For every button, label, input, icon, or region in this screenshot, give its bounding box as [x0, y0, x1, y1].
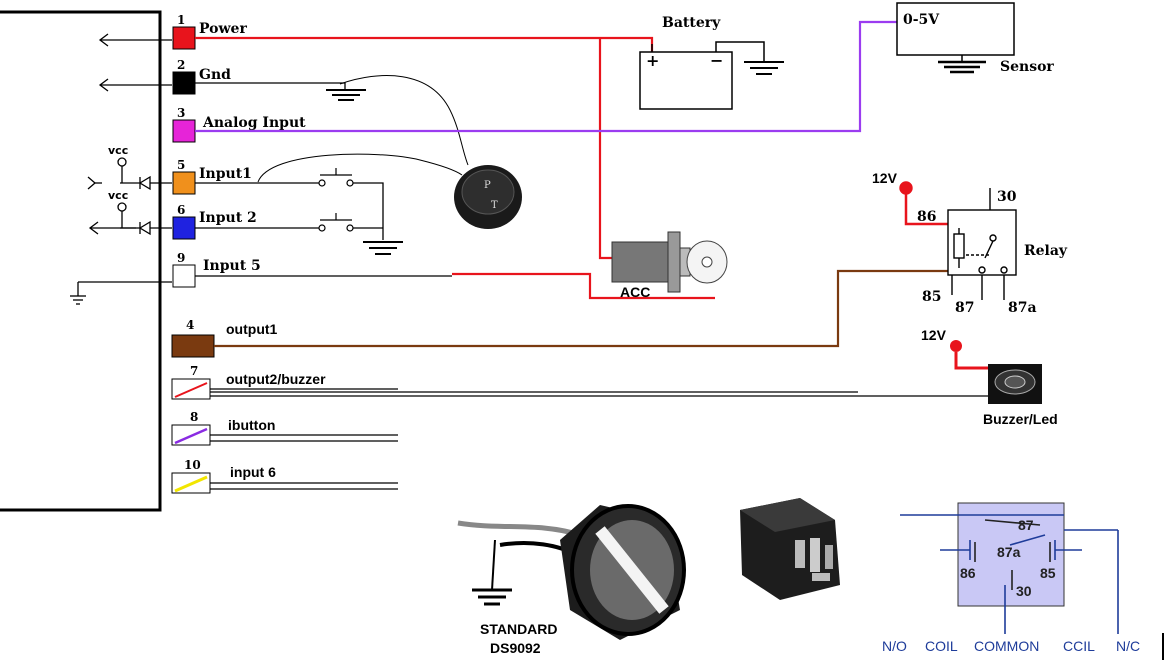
relay-photo	[740, 498, 840, 600]
pin-input2	[172, 216, 196, 240]
vcc-label-1: vcc	[108, 144, 128, 157]
pin-input5	[172, 264, 196, 288]
buzzer-label: Buzzer/Led	[983, 411, 1058, 427]
sensor-label: Sensor	[1000, 59, 1054, 75]
label-gnd: Gnd	[199, 67, 231, 83]
label-input1: Input1	[199, 166, 252, 182]
relay-pin-86: 86	[917, 209, 936, 225]
battery-plus: +	[646, 51, 659, 70]
relay-label: Relay	[1024, 243, 1068, 259]
legend-coil: COIL	[925, 638, 958, 654]
ibutton-line1: STANDARD	[480, 621, 558, 637]
pin-num-7: 7	[190, 364, 198, 378]
ground-gnd	[326, 89, 366, 101]
left-arrows	[70, 33, 172, 305]
legend-nc: N/C	[1116, 638, 1140, 654]
ground-inputs	[363, 241, 403, 255]
ibutton-line2: DS9092	[490, 640, 541, 656]
label-output2: output2/buzzer	[226, 371, 326, 387]
relay-pin-85: 85	[922, 289, 941, 305]
battery-label: Battery	[662, 15, 721, 31]
pin-num-5: 5	[177, 158, 185, 172]
pin-num-10: 10	[184, 458, 201, 472]
pin-gnd	[172, 71, 196, 95]
schematic-pin-86: 86	[960, 565, 976, 581]
pin-input1	[172, 171, 196, 195]
pin-num-6: 6	[177, 203, 185, 217]
buzzer-led	[950, 340, 1042, 404]
label-analog-input: Analog Input	[202, 115, 306, 131]
sensor-range: 0-5V	[903, 12, 940, 28]
wires	[195, 20, 990, 490]
relay-pin-30: 30	[997, 189, 1017, 205]
pin-num-8: 8	[190, 410, 198, 424]
relay-pin-87: 87	[955, 300, 974, 316]
schematic-pin-30: 30	[1016, 583, 1032, 599]
acc-label: ACC	[620, 284, 650, 300]
sensor	[896, 2, 1015, 74]
schematic-pin-85: 85	[1040, 565, 1056, 581]
relay-supply: 12V	[872, 170, 898, 186]
pin-num-3: 3	[177, 106, 185, 120]
label-input2: Input 2	[199, 210, 257, 226]
pin-output1	[171, 334, 215, 358]
relay-pin-87a: 87a	[1008, 300, 1037, 316]
device-body	[0, 10, 162, 512]
label-input5: Input 5	[203, 258, 261, 274]
relay-schematic	[900, 502, 1119, 634]
pin-num-2: 2	[177, 58, 185, 72]
legend-no: N/O	[882, 638, 907, 654]
buzzer-supply: 12V	[921, 327, 947, 343]
pin-num-9: 9	[177, 251, 185, 265]
legend-ccil: CCIL	[1063, 638, 1095, 654]
pin-num-1: 1	[177, 13, 185, 27]
label-ibutton: ibutton	[228, 417, 275, 433]
schematic-pin-87a: 87a	[997, 544, 1021, 560]
battery-minus: −	[710, 51, 723, 70]
ibutton-reader	[457, 504, 686, 640]
label-input6: input 6	[230, 464, 276, 480]
pin-num-4: 4	[186, 318, 194, 332]
schematic-pin-87: 87	[1018, 517, 1034, 533]
key-switch: P T	[454, 165, 522, 229]
label-output1: output1	[226, 321, 278, 337]
acc-ignition	[611, 231, 728, 293]
key-switch-bottom: T	[491, 200, 498, 211]
switch-input2	[318, 213, 354, 232]
label-power: Power	[199, 21, 247, 37]
key-switch-top: P	[484, 180, 491, 191]
relay	[899, 181, 1017, 300]
legend-common: COMMON	[974, 638, 1039, 654]
battery	[639, 41, 784, 110]
pin-power	[172, 26, 196, 50]
pin-analog-input	[172, 119, 196, 143]
vcc-label-2: vcc	[108, 189, 128, 202]
switch-input1	[318, 168, 354, 187]
